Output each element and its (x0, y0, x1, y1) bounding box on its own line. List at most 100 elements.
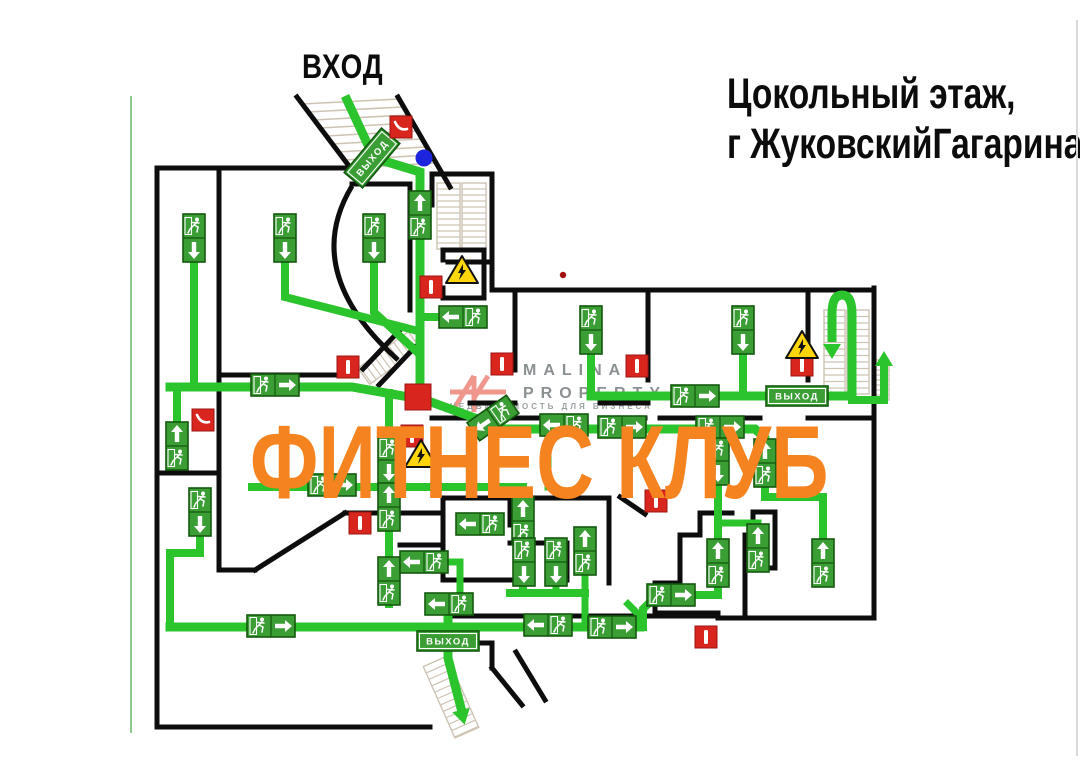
running-man-icon (748, 550, 764, 570)
fire-phone-icon (389, 115, 413, 139)
arrow-left-icon (475, 418, 491, 431)
arrow-left-icon (459, 518, 476, 530)
arrow-right-icon (724, 421, 741, 433)
arrow-down-icon (518, 566, 530, 583)
exit-text-sign: ВЫХОД (416, 630, 480, 652)
running-man-icon (755, 465, 771, 485)
running-man-icon (649, 585, 665, 605)
running-man-icon (708, 439, 724, 459)
running-man-icon (184, 216, 200, 236)
arrow-down-icon (585, 334, 597, 351)
page-title: Цокольный этаж, г ЖуковскийГагарина 2А (727, 70, 1080, 170)
fire-alarm-icon (694, 625, 718, 649)
arrow-right-icon (675, 589, 692, 601)
fire-alarm-icon (419, 275, 443, 299)
exit-sign (695, 415, 745, 439)
fitness-club-watermark: ФИТНЕС КЛУБ (250, 405, 829, 521)
running-man-icon (426, 552, 442, 572)
exit-sign (307, 473, 357, 497)
exit-text: ВЫХОД (775, 392, 819, 403)
running-man-icon (566, 415, 582, 435)
exit-sign (811, 538, 835, 588)
exit-sign (438, 305, 488, 329)
exit-sign (246, 614, 296, 638)
running-man-icon (733, 308, 749, 328)
running-man-icon (482, 514, 498, 534)
exit-sign (188, 487, 212, 537)
fire-equipment-icon (404, 383, 432, 411)
fire-alarm-icon (336, 355, 360, 379)
exit-sign (597, 415, 647, 439)
exit-sign (670, 384, 720, 408)
arrow-up-icon (579, 530, 591, 547)
exit-sign (706, 538, 730, 588)
exit-sign (731, 305, 755, 355)
exit-sign (182, 213, 206, 263)
arrow-down-icon (383, 464, 395, 481)
exit-sign (362, 213, 386, 263)
running-man-icon (546, 540, 562, 560)
exit-text-sign: ВЫХОД (765, 385, 829, 407)
arrow-up-icon (383, 560, 395, 577)
entrance-label: ВХОД (302, 48, 384, 86)
route-arrowhead (823, 344, 841, 359)
arrow-up-icon (759, 442, 771, 459)
exit-text: ВЫХОД (426, 637, 470, 648)
running-man-icon (581, 308, 597, 328)
exit-sign (273, 213, 297, 263)
arrow-left-icon (403, 556, 420, 568)
running-man-icon (249, 616, 265, 636)
running-man-icon (550, 615, 566, 635)
exit-sign (753, 438, 777, 488)
exit-sign (455, 512, 505, 536)
running-man-icon (253, 375, 269, 395)
electrical-hazard-icon (445, 255, 479, 284)
running-man-icon (364, 216, 380, 236)
arrow-up-icon (414, 194, 426, 211)
exit-sign (377, 435, 401, 485)
running-man-icon (813, 565, 829, 585)
title-line-2: г ЖуковскийГагарина 2А (727, 119, 1080, 168)
exit-sign (587, 615, 637, 639)
exit-sign (523, 613, 573, 637)
route-arrowhead (452, 707, 470, 725)
blue-marker-dot (415, 149, 433, 167)
arrow-right-icon (616, 621, 633, 633)
fire-phone-icon (191, 408, 215, 432)
brand-tagline: НЕДВИЖИМОСТЬ ДЛЯ БИЗНЕСА (450, 402, 653, 411)
arrow-up-icon (517, 500, 529, 517)
arrow-right-icon (336, 479, 353, 491)
fire-alarm-icon (348, 511, 372, 535)
running-man-icon (600, 417, 616, 437)
exit-sign (512, 537, 536, 587)
exit-sign (399, 550, 449, 574)
arrow-left-icon (527, 619, 544, 631)
running-man-icon (379, 438, 395, 458)
running-man-icon (275, 216, 291, 236)
red-marker-dot (559, 271, 567, 279)
electrical-hazard-icon (404, 439, 438, 468)
running-man-icon (575, 553, 591, 573)
exit-sign (424, 592, 474, 616)
arrow-down-icon (737, 334, 749, 351)
exit-sign (544, 537, 568, 587)
exit-sign (706, 436, 730, 486)
arrow-up-icon (383, 486, 395, 503)
arrow-up-icon (752, 527, 764, 544)
running-man-icon (708, 565, 724, 585)
exit-sign (646, 583, 696, 607)
fire-alarm-icon (644, 489, 668, 513)
arrow-down-icon (712, 465, 724, 482)
arrow-right-icon (275, 620, 292, 632)
arrow-up-icon (712, 542, 724, 559)
running-man-icon (673, 386, 689, 406)
exit-sign (539, 413, 589, 437)
arrow-right-icon (279, 379, 296, 391)
running-man-icon (465, 307, 481, 327)
arrow-down-icon (194, 516, 206, 533)
running-man-icon (379, 583, 395, 603)
arrow-left-icon (428, 598, 445, 610)
